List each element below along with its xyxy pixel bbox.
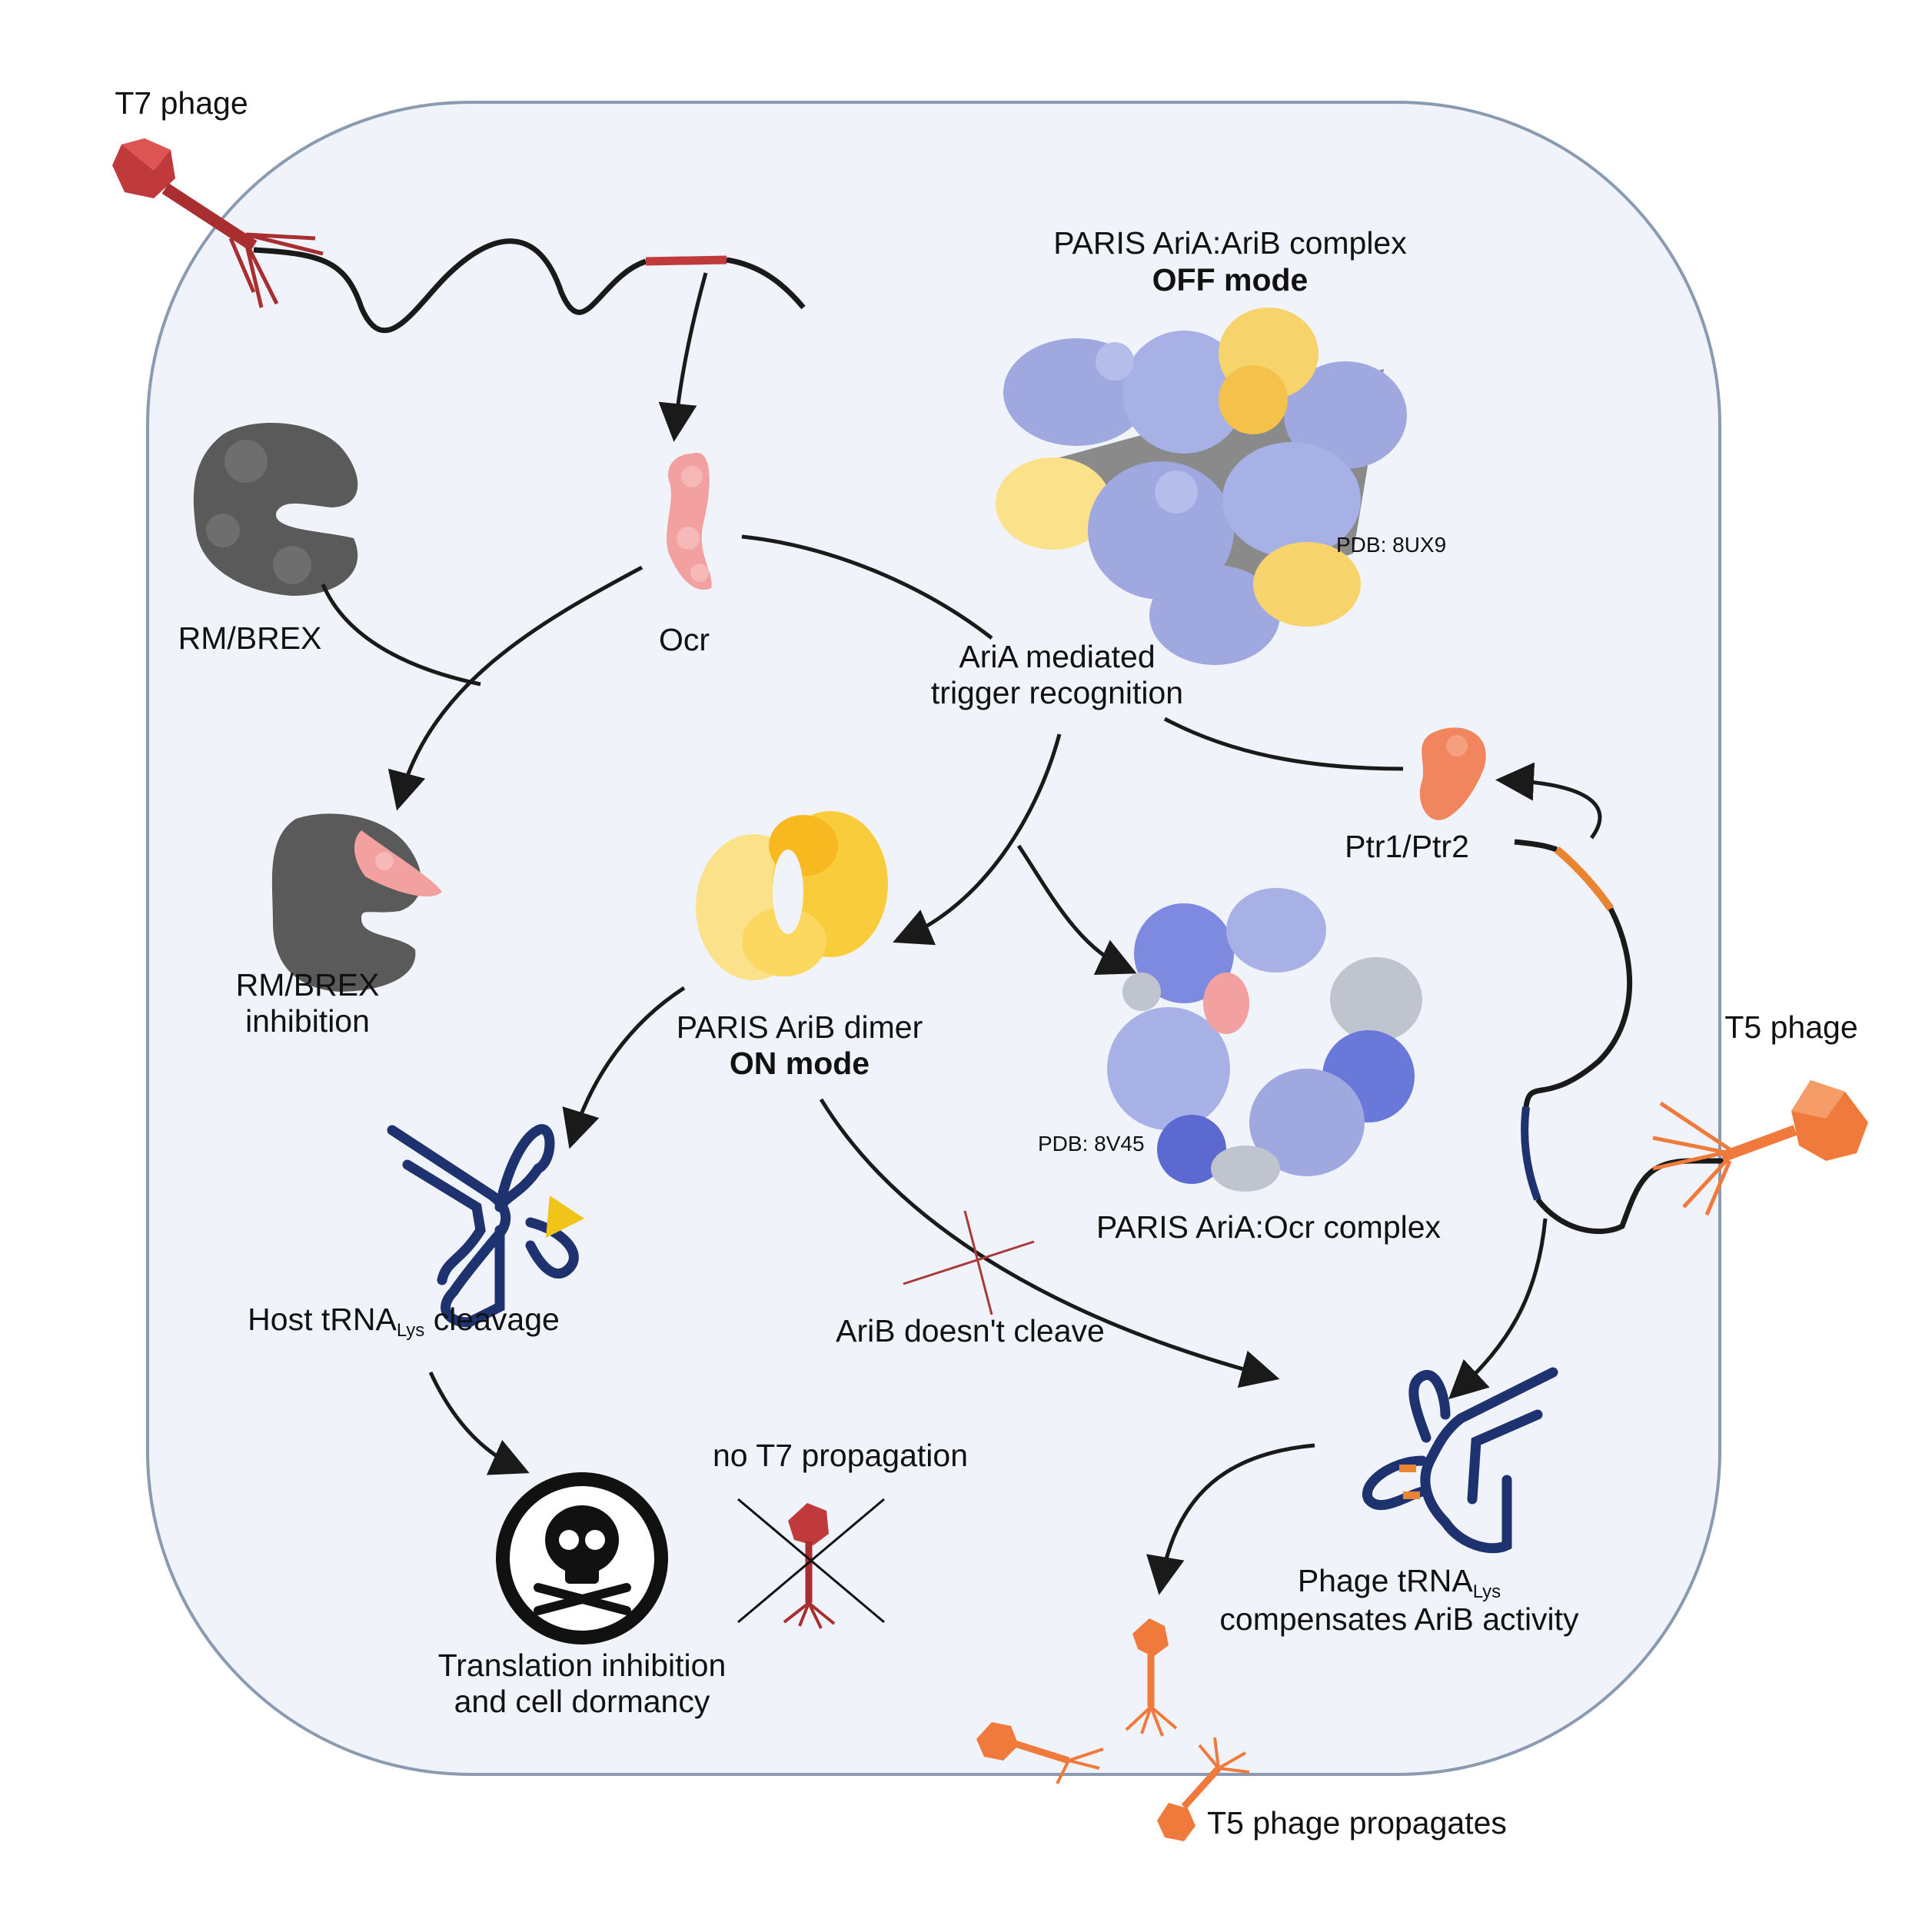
translation-label-2: and cell dormancy xyxy=(454,1684,710,1719)
no-t7-label: no T7 propagation xyxy=(713,1438,968,1473)
ocr-gene-segment xyxy=(645,255,727,266)
pdb-off-label: PDB: 8UX9 xyxy=(1336,533,1446,557)
arrow-to-aria-ocr-complex xyxy=(1016,844,1137,976)
t5-progeny-phage-3-icon xyxy=(1157,1737,1250,1841)
rm-inhibition-label-1: RM/BREX xyxy=(236,967,380,1003)
host-trna-icon xyxy=(387,1124,579,1328)
no-cleave-cross-icon xyxy=(903,1210,1035,1315)
arrow-arib-to-host-trna xyxy=(562,986,686,1149)
t5-phage-label: T5 phage xyxy=(1724,1009,1857,1045)
arrow-to-arib-dimer xyxy=(893,733,1062,946)
on-mode-label: ON mode xyxy=(730,1046,870,1081)
phage-trna-modification-marks xyxy=(1399,1465,1420,1499)
aria-ocr-complex-icon xyxy=(1107,888,1422,1192)
t5-propagates-label: T5 phage propagates xyxy=(1207,1805,1507,1841)
aria-arib-off-complex-icon xyxy=(996,308,1407,665)
t5-phage-icon xyxy=(1652,1080,1868,1215)
host-trna-label: Host tRNALys cleavage xyxy=(248,1302,560,1341)
aria-ptr-connector xyxy=(1163,717,1404,771)
rm-brex-label: RM/BREX xyxy=(178,620,322,656)
arrow-t5-genome-to-ptr xyxy=(1495,762,1602,840)
arib-dimer-icon xyxy=(696,811,888,980)
blocked-t7-phage-icon xyxy=(737,1498,885,1629)
off-mode-label: OFF mode xyxy=(1152,262,1309,298)
ptr-label: Ptr1/Ptr2 xyxy=(1345,829,1469,864)
t5-genome-strand xyxy=(1514,839,1558,853)
ocr-label: Ocr xyxy=(659,622,710,657)
t7-phage-icon xyxy=(112,138,324,308)
arrow-gene-to-ocr xyxy=(658,272,708,442)
aria-label-2: trigger recognition xyxy=(931,675,1183,710)
translation-label-1: Translation inhibition xyxy=(438,1648,727,1683)
pdb-ocr-label: PDB: 8V45 xyxy=(1038,1132,1145,1156)
arrow-cleavage-to-dormancy xyxy=(428,1371,530,1475)
arib-dimer-label: PARIS AriB dimer xyxy=(677,1009,923,1045)
t5-progeny-phage-1-icon xyxy=(1125,1618,1178,1737)
aria-label-1: AriA mediated xyxy=(959,639,1155,674)
arrow-t5-gene-to-phage-trna xyxy=(1448,1218,1548,1400)
rm-inhibition-label-2: inhibition xyxy=(245,1003,370,1039)
t5-progeny-phage-2-icon xyxy=(976,1722,1104,1784)
ptr-gene-segment xyxy=(1554,846,1614,911)
phage-trna-label-1: Phage tRNALys xyxy=(1298,1563,1501,1602)
trna-gene-segment xyxy=(1521,1106,1541,1201)
ocr-protein-icon xyxy=(667,452,712,590)
rm-brex-connector xyxy=(321,584,481,687)
phage-trna-label-2: compensates AriB activity xyxy=(1219,1601,1579,1637)
arib-no-cleave-label: AriB doesn't cleave xyxy=(836,1313,1105,1348)
t7-phage-label: T7 phage xyxy=(115,85,248,121)
phage-trna-icon xyxy=(1362,1367,1558,1554)
ocr-aria-connector xyxy=(741,534,993,640)
rm-brex-inhibited-icon xyxy=(271,813,442,992)
t7-genome-strand xyxy=(253,238,647,334)
off-complex-title: PARIS AriA:AriB complex xyxy=(1053,225,1407,261)
skull-crossbones-icon xyxy=(496,1472,668,1644)
aria-ocr-complex-label: PARIS AriA:Ocr complex xyxy=(1096,1209,1442,1245)
cleavage-site-icon xyxy=(546,1195,584,1238)
arrow-ocr-to-rm-inhibition xyxy=(387,565,643,811)
ptr-protein-icon xyxy=(1419,727,1486,820)
arrow-to-t5-propagation xyxy=(1146,1443,1315,1595)
rm-brex-complex-icon xyxy=(193,423,358,596)
